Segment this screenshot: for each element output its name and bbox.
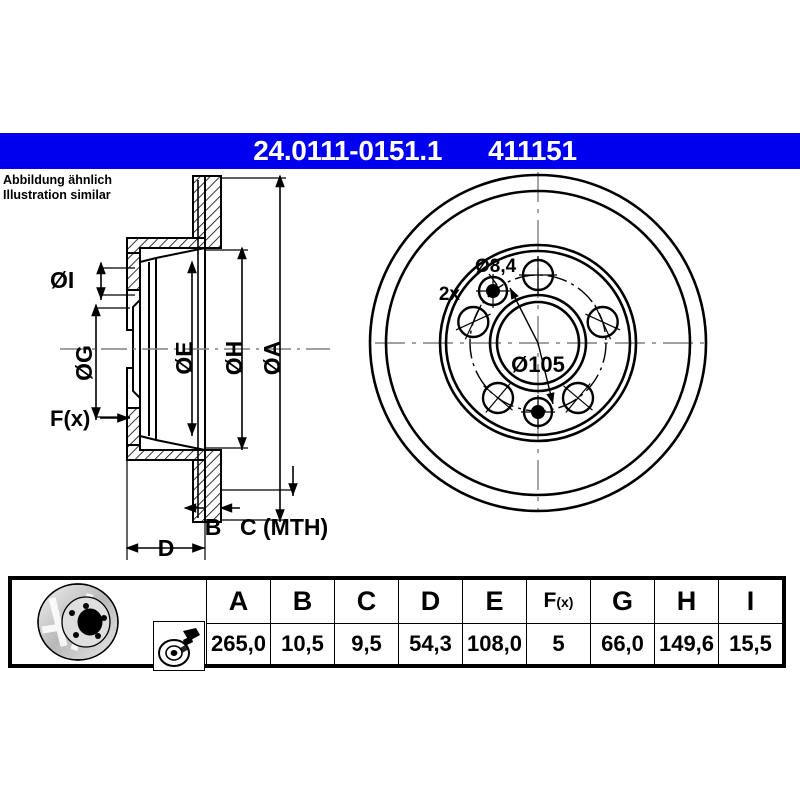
dim-label-H: ØH [221,341,247,376]
dim-label-G: ØG [71,345,97,381]
col-header-I: I [718,579,783,624]
col-value-D: 54,3 [398,622,463,665]
small-threaded-holes [476,274,555,429]
leader-bolt-circle-lower [537,342,555,405]
dim-label-C: C (MTH) [240,514,328,540]
note-line-english: Illustration similar [3,188,111,202]
dim-label-B: B [205,514,222,540]
technical-drawing-svg: ØI ØG ØE ØH ØA F(x) B [50,172,708,561]
leader-bolt-circle-upper [509,287,539,344]
hub-wall-lower [126,407,141,446]
disc-face-bottom [155,439,206,451]
leader-line-hole-dia [488,273,498,286]
disc-outer-circle [368,173,708,513]
center-bore-inner-circle [495,300,581,386]
lug-hole [585,304,621,340]
illustration-similar-note: Abbildung ähnlich Illustration similar [3,173,112,203]
face-view: Ø8,4 2x Ø105 [368,172,708,513]
dim-label-D: D [158,535,175,561]
col-header-A: A [206,579,271,624]
lug-hole [561,381,595,415]
banner-content: 24.0111-0151.1 411151 [253,135,577,166]
dim-label-Fx: F(x) [50,406,90,431]
part-number: 24.0111-0151.1 [253,135,443,166]
brake-disc-3d-icon [11,579,207,665]
col-value-Fx: 5 [526,622,591,665]
hub-flange-inner-circle [444,249,632,437]
col-value-B: 10,5 [270,622,335,665]
col-header-Fx: F(x) [526,579,591,624]
col-header-C: C [334,579,399,624]
center-bore-outer-circle [488,293,588,393]
dim-label-I: ØI [50,267,74,293]
threaded-hole [476,274,510,308]
annotation-bolt-circle: Ø105 [511,352,565,377]
col-value-E: 108,0 [462,622,527,665]
annotation-hole-diameter: Ø8,4 [475,256,517,277]
reference-number: 411151 [488,135,577,166]
col-value-C: 9,5 [334,622,399,665]
col-value-I: 15,5 [718,622,783,665]
threaded-hole [521,395,555,429]
disc-friction-outer-circle [384,189,692,497]
hub-flange-outer-circle [438,243,638,443]
lug-hole [455,304,491,340]
col-value-H: 149,6 [654,622,719,665]
col-header-D: D [398,579,463,624]
disc-face-top [155,247,206,259]
disc-caliper-icon [153,621,205,671]
specification-table: A B C D E F(x) G H I 265,0 10,5 9,5 54,3… [8,576,786,671]
section-view: ØI ØG ØE ØH ØA F(x) B [50,174,330,561]
table-header-row: A B C D E F(x) G H I [11,579,783,665]
lug-hole [519,256,557,294]
col-value-G: 66,0 [590,622,655,665]
part-number-banner: 24.0111-0151.1 411151 [0,133,800,169]
hub-wall-upper [126,252,141,291]
col-header-H: H [654,579,719,624]
col-header-G: G [590,579,655,624]
col-header-B: B [270,579,335,624]
lug-holes [455,256,621,415]
hub-chamfer-top [139,257,157,263]
col-value-A: 265,0 [206,622,271,665]
dim-label-E: ØE [171,341,197,374]
table-value-row: 265,0 10,5 9,5 54,3 108,0 5 66,0 149,6 1… [12,622,783,665]
col-header-E: E [462,579,527,624]
annotation-hole-count: 2x [439,284,461,305]
dim-label-A: ØA [259,341,285,376]
lug-hole [481,381,515,415]
hub-chamfer-bottom [139,435,157,441]
note-line-german: Abbildung ähnlich [3,173,113,187]
